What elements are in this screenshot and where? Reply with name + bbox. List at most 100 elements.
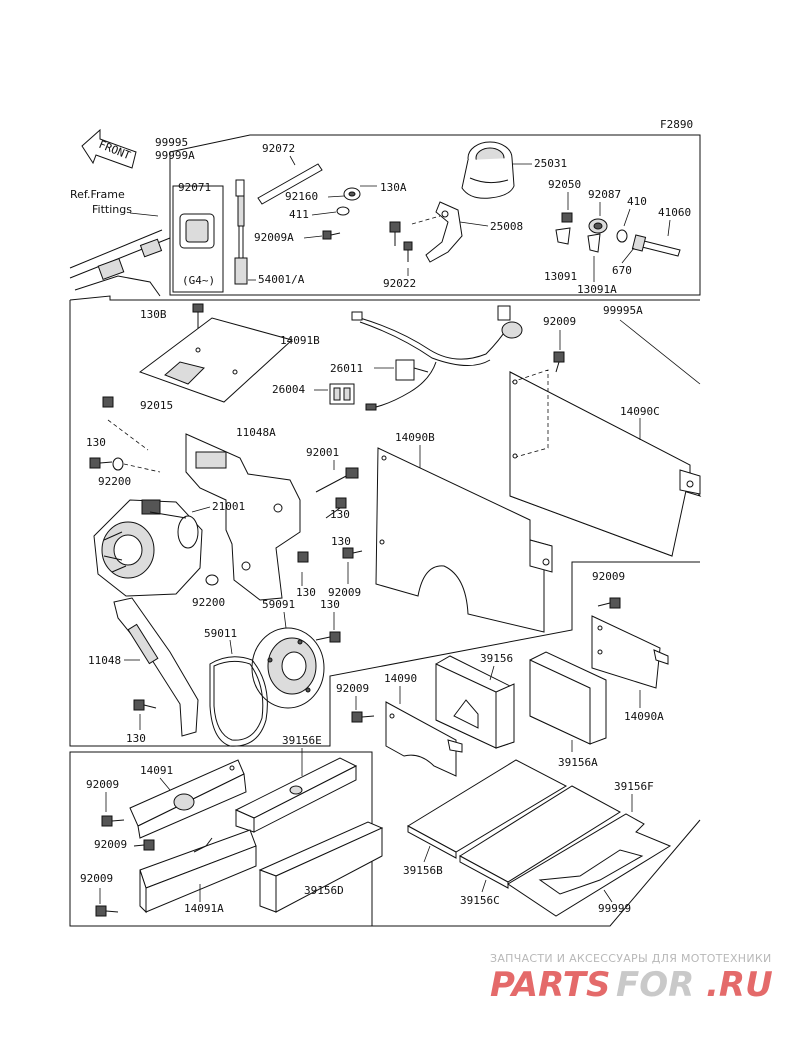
label-92009-d: 92009 bbox=[592, 570, 625, 583]
label-92009-a: 92009 bbox=[543, 315, 576, 328]
cover-panel-14090B bbox=[375, 447, 553, 633]
label-92015: 92015 bbox=[140, 399, 173, 412]
plate-14090A bbox=[591, 615, 669, 689]
label-130B: 130B bbox=[140, 308, 167, 321]
label-92200-b: 92200 bbox=[192, 596, 225, 609]
label-92050: 92050 bbox=[548, 178, 581, 191]
speedo-cable-54001 bbox=[234, 179, 248, 285]
label-39156D: 39156D bbox=[304, 884, 344, 897]
watermark-brand-for: FOR bbox=[616, 965, 694, 1005]
rubber-grommet-92071 bbox=[179, 213, 215, 249]
bolt-130-d bbox=[315, 631, 341, 643]
watermark-brand-parts: PARTS bbox=[490, 965, 610, 1005]
gear-shaft-41060 bbox=[631, 234, 681, 257]
label-92072: 92072 bbox=[262, 142, 295, 155]
label-670: 670 bbox=[612, 264, 632, 277]
bolt-130-a bbox=[89, 457, 124, 471]
bracket-14091A bbox=[139, 829, 257, 914]
bolt-92001 bbox=[315, 467, 359, 493]
label-130-c: 130 bbox=[331, 535, 351, 548]
pad-39156E bbox=[234, 757, 358, 833]
label-13091A: 13091A bbox=[577, 283, 617, 296]
bolt-130A bbox=[389, 221, 401, 246]
alternator-group-frame bbox=[69, 295, 700, 747]
ref-note-line1: Ref.Frame bbox=[70, 188, 125, 201]
bolt-130-c bbox=[297, 551, 309, 563]
nut-92015 bbox=[102, 396, 114, 408]
label-54001A: 54001/A bbox=[258, 273, 305, 286]
bolt-130-e bbox=[133, 699, 157, 711]
label-14090: 14090 bbox=[384, 672, 417, 685]
label-130-b: 130 bbox=[330, 508, 350, 521]
washer-411 bbox=[336, 206, 350, 216]
screw-92009-h bbox=[95, 905, 119, 917]
label-130-e: 130 bbox=[126, 732, 146, 745]
label-39156C: 39156C bbox=[460, 894, 500, 907]
label-25008: 25008 bbox=[490, 220, 523, 233]
ref-note-line2: Fittings bbox=[92, 203, 132, 216]
screw-92009-f bbox=[101, 815, 125, 827]
bolt-92009-a bbox=[553, 351, 565, 373]
bolt-130-b bbox=[325, 497, 347, 519]
sheet-99999 bbox=[507, 813, 672, 917]
label-411: 411 bbox=[289, 208, 309, 221]
nut-92050 bbox=[555, 212, 573, 245]
adjuster-arm-11048 bbox=[113, 597, 199, 737]
bolt-130B bbox=[192, 303, 204, 330]
bracket-11048A bbox=[185, 433, 301, 601]
g4-note: (G4~) bbox=[182, 274, 215, 287]
watermark-tagline: ЗАПЧАСТИ И АКСЕССУАРЫ ДЛЯ МОТОТЕХНИКИ bbox=[490, 952, 772, 965]
label-92009-b: 130 bbox=[296, 586, 316, 599]
screw-92009A bbox=[322, 230, 341, 240]
screw-92009-b bbox=[342, 547, 363, 559]
pad-39156 bbox=[435, 655, 515, 749]
label-11048A: 11048A bbox=[236, 426, 276, 439]
pad-39156B bbox=[406, 759, 568, 859]
oring-410 bbox=[616, 229, 628, 243]
label-14091: 14091 bbox=[140, 764, 173, 777]
label-13091: 13091 bbox=[544, 270, 577, 283]
label-92009-g: 92009 bbox=[94, 838, 127, 851]
label-21001: 21001 bbox=[212, 500, 245, 513]
label-14090B: 14090B bbox=[395, 431, 435, 444]
label-92009-h: 92009 bbox=[80, 872, 113, 885]
label-26004: 26004 bbox=[272, 383, 305, 396]
label-130A: 130A bbox=[380, 181, 407, 194]
g4-note-box bbox=[172, 185, 224, 293]
screw-92022 bbox=[403, 241, 413, 262]
cable-strap-92072 bbox=[257, 163, 323, 205]
label-14091A: 14091A bbox=[184, 902, 224, 915]
label-130-a: 130 bbox=[86, 436, 106, 449]
plate-14090 bbox=[385, 701, 463, 777]
bracket-14091 bbox=[129, 759, 247, 839]
label-59091: 59091 bbox=[262, 598, 295, 611]
label-99995: 99995 bbox=[155, 136, 188, 149]
alternator-21001 bbox=[93, 499, 203, 597]
label-92009-e: 92009 bbox=[336, 682, 369, 695]
pad-39156A bbox=[529, 651, 607, 745]
pad-39156D bbox=[258, 821, 384, 913]
label-14090C: 14090C bbox=[620, 405, 660, 418]
label-99999A: 99999A bbox=[155, 149, 195, 162]
label-92200-a: 92200 bbox=[98, 475, 131, 488]
label-14091B: 14091B bbox=[280, 334, 320, 347]
bolt-92009-d bbox=[597, 597, 621, 609]
label-92009-f: 92009 bbox=[86, 778, 119, 791]
label-39156B: 39156B bbox=[403, 864, 443, 877]
label-41060: 41060 bbox=[658, 206, 691, 219]
label-92001: 92001 bbox=[306, 446, 339, 459]
label-14090A: 14090A bbox=[624, 710, 664, 723]
meter-bracket-25008 bbox=[425, 201, 463, 263]
cover-plate-14091B bbox=[138, 317, 294, 403]
label-92087: 92087 bbox=[588, 188, 621, 201]
label-92009-c: 92009 bbox=[328, 586, 361, 599]
label-39156E: 39156E bbox=[282, 734, 322, 747]
figure-code: F2890 bbox=[660, 118, 693, 131]
bolt-92009-e bbox=[351, 711, 375, 723]
frame-fittings-sketch bbox=[69, 229, 171, 297]
wiring-harness bbox=[351, 305, 523, 411]
pad-39156C bbox=[459, 785, 621, 889]
label-39156: 39156 bbox=[480, 652, 513, 665]
